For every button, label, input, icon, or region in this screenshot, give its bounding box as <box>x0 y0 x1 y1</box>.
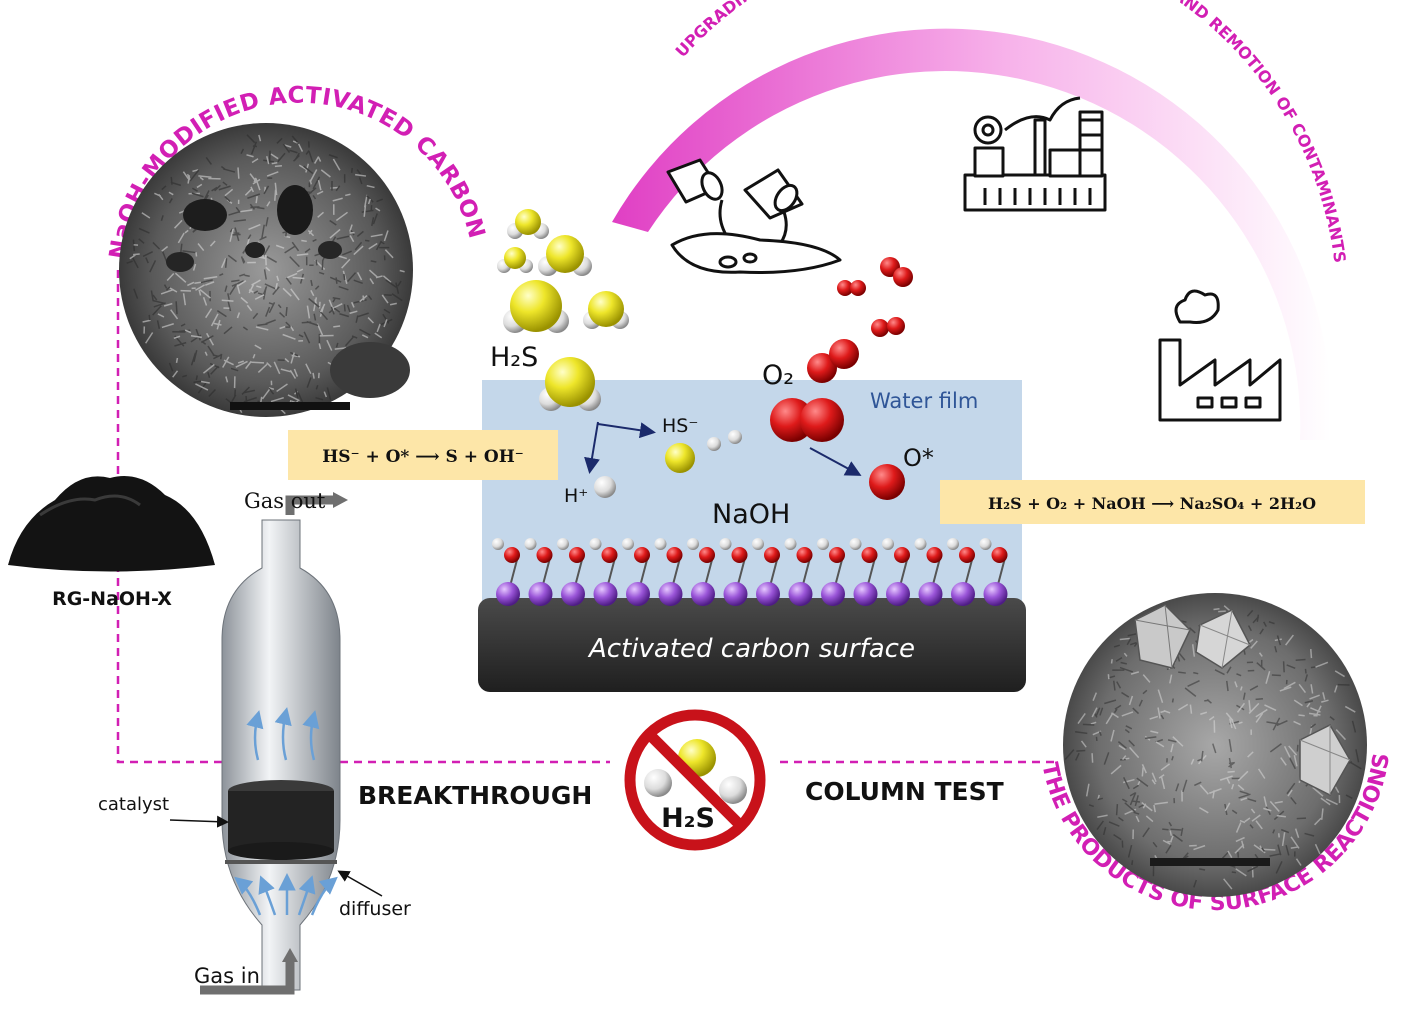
water-film-label: Water film <box>870 389 978 413</box>
no-h2s-label: H₂S <box>661 803 715 834</box>
gas-in-label: Gas in <box>194 964 260 988</box>
naoh-label: NaOH <box>712 499 790 530</box>
o-star-atom <box>869 464 905 500</box>
gas-out-label: Gas out <box>244 489 326 513</box>
o2-label: O₂ <box>762 360 794 391</box>
svg-text:HS⁻ + O* ⟶ S + OH⁻: HS⁻ + O* ⟶ S + OH⁻ <box>322 447 524 467</box>
sem-image-surface-products <box>1063 593 1367 897</box>
catalyst-label: catalyst <box>98 794 169 815</box>
sample-label: RG-NaOH-X <box>52 588 172 610</box>
refinery-icon <box>965 98 1105 210</box>
h-plus-label: H⁺ <box>564 485 588 507</box>
breakthrough-label: BREAKTHROUGH <box>358 781 592 810</box>
svg-text:H₂S + O₂ + NaOH ⟶ Na₂SO₄ + 2H₂: H₂S + O₂ + NaOH ⟶ Na₂SO₄ + 2H₂O <box>988 494 1316 513</box>
h-plus-atom <box>594 476 616 498</box>
diffuser-label: diffuser <box>339 898 411 920</box>
carbon-powder-pile <box>8 476 215 571</box>
sem-image-naoh-carbon <box>119 123 413 417</box>
equation-1-box: HS⁻ + O* ⟶ S + OH⁻ <box>288 430 558 480</box>
h2s-label: H₂S <box>490 342 538 373</box>
surface-label: Activated carbon surface <box>587 634 915 664</box>
equation-2-box: H₂S + O₂ + NaOH ⟶ Na₂SO₄ + 2H₂O <box>940 480 1365 524</box>
o-star-label: O* <box>903 444 934 472</box>
pipe-spill-icon <box>668 160 840 273</box>
factory-icon <box>1160 291 1280 420</box>
column-test-label: COLUMN TEST <box>805 777 1004 806</box>
hs-label: HS⁻ <box>662 415 698 437</box>
